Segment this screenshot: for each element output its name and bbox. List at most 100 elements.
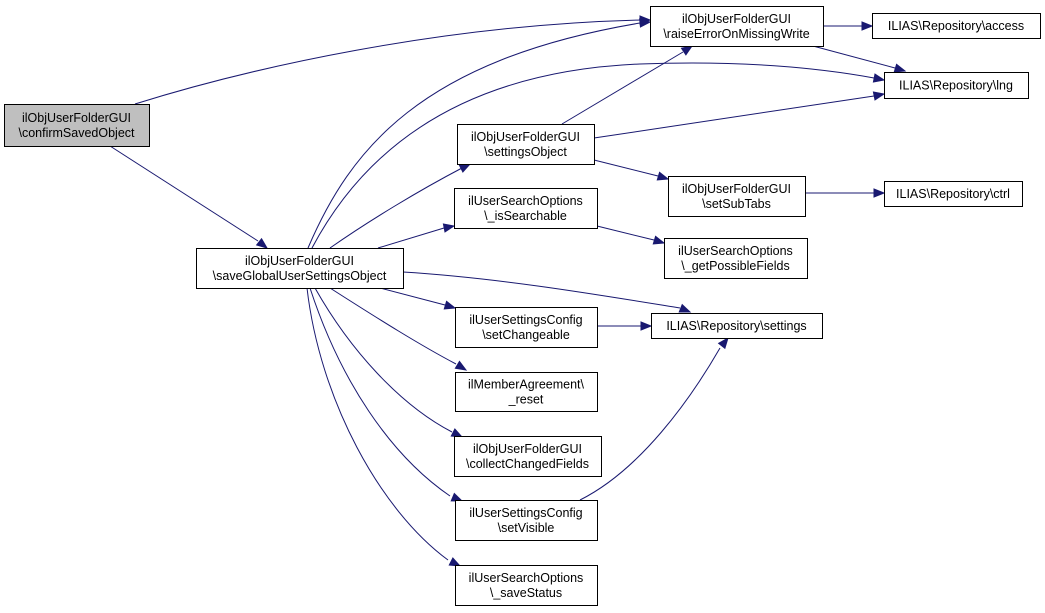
node-label-line: ilObjUserFolderGUI	[22, 111, 131, 125]
node-access[interactable]: ILIAS\Repository\access	[872, 13, 1041, 39]
node-settingsObject[interactable]: ilObjUserFolderGUI\settingsObject	[457, 124, 595, 165]
edge-saveGlobal-to-settings	[402, 271, 692, 313]
node-box[interactable]	[196, 248, 404, 289]
node-label-line: \saveGlobalUserSettingsObject	[213, 269, 387, 283]
node-reset[interactable]: ilMemberAgreement\_reset	[455, 372, 598, 412]
arrowhead-icon	[656, 171, 670, 181]
arrowhead-icon	[872, 73, 886, 83]
edge-saveGlobal-to-saveStatus	[306, 287, 462, 567]
node-label-line: _reset	[508, 393, 544, 407]
arrowhead-icon	[448, 557, 462, 567]
node-box[interactable]	[651, 313, 823, 339]
edge-confirm-to-raiseError	[134, 15, 652, 105]
node-box[interactable]	[4, 104, 150, 147]
edge-line	[402, 271, 681, 309]
node-label-line: ILIAS\Repository\settings	[666, 319, 806, 333]
node-label-line: \confirmSavedObject	[18, 126, 135, 140]
node-label-line: ilUserSearchOptions	[678, 244, 793, 258]
node-label-line: ILIAS\Repository\access	[888, 19, 1024, 33]
node-box[interactable]	[664, 238, 808, 279]
arrowhead-icon	[652, 235, 666, 245]
edge-saveGlobal-to-isSearchable	[377, 223, 456, 249]
edge-line	[377, 227, 445, 249]
node-label-line: ilUserSettingsConfig	[469, 313, 582, 327]
arrowhead-icon	[680, 45, 694, 56]
edge-line	[306, 287, 449, 561]
edges-layer	[109, 15, 907, 567]
edge-settingsObject-to-raiseError	[561, 45, 694, 125]
edge-line	[329, 167, 463, 249]
node-box[interactable]	[455, 307, 598, 348]
node-box[interactable]	[454, 188, 598, 229]
node-label-line: \setChangeable	[482, 328, 570, 342]
node-label-line: \_isSearchable	[484, 209, 567, 223]
node-label-line: \_getPossibleFields	[681, 259, 789, 273]
node-getPossibleFields[interactable]: ilUserSearchOptions\_getPossibleFields	[664, 238, 808, 279]
edge-saveGlobal-to-setChangeable	[379, 287, 457, 310]
node-box[interactable]	[455, 565, 598, 606]
node-box[interactable]	[668, 176, 806, 217]
node-saveGlobal[interactable]: ilObjUserFolderGUI\saveGlobalUserSetting…	[196, 248, 404, 289]
edge-saveGlobal-to-collectChangedFields	[314, 287, 464, 438]
node-setVisible[interactable]: ilUserSettingsConfig\setVisible	[455, 500, 598, 541]
node-box[interactable]	[872, 13, 1041, 39]
node-ctrl[interactable]: ILIAS\Repository\ctrl	[884, 181, 1023, 207]
node-box[interactable]	[884, 72, 1029, 99]
edge-line	[109, 145, 259, 242]
edge-line	[311, 62, 875, 249]
edge-line	[812, 45, 896, 69]
edge-setVisible-to-settings	[579, 336, 729, 501]
edge-confirm-to-saveGlobal	[109, 145, 269, 249]
node-label-line: ilObjUserFolderGUI	[682, 182, 791, 196]
edge-raiseError-to-access	[823, 21, 874, 31]
node-saveStatus[interactable]: ilUserSearchOptions\_saveStatus	[455, 565, 598, 606]
arrowhead-icon	[717, 336, 729, 350]
node-box[interactable]	[455, 372, 598, 412]
arrowhead-icon	[255, 237, 269, 249]
arrowhead-icon	[443, 300, 457, 310]
nodes-layer: ilObjUserFolderGUI\confirmSavedObjectilO…	[4, 6, 1041, 606]
node-label-line: \setSubTabs	[702, 197, 771, 211]
node-label-line: \collectChangedFields	[466, 457, 589, 471]
node-box[interactable]	[457, 124, 595, 165]
node-setSubTabs[interactable]: ilObjUserFolderGUI\setSubTabs	[668, 176, 806, 217]
edge-saveGlobal-to-reset	[329, 287, 468, 371]
node-box[interactable]	[884, 181, 1023, 207]
arrowhead-icon	[442, 223, 456, 233]
edge-line	[561, 51, 684, 125]
edge-line	[593, 159, 659, 177]
node-setChangeable[interactable]: ilUserSettingsConfig\setChangeable	[455, 307, 598, 348]
arrowhead-icon	[454, 360, 468, 371]
edge-line	[314, 287, 453, 433]
node-settings[interactable]: ILIAS\Repository\settings	[651, 313, 823, 339]
edge-line	[307, 22, 641, 249]
edge-line	[134, 19, 641, 105]
node-collectChangedFields[interactable]: ilObjUserFolderGUI\collectChangedFields	[454, 436, 602, 477]
arrowhead-icon	[450, 492, 464, 502]
arrowhead-icon	[873, 188, 886, 198]
edge-saveGlobal-to-raiseError	[307, 18, 652, 249]
edge-line	[379, 287, 446, 306]
edge-setChangeable-to-settings	[597, 321, 653, 331]
node-label-line: \raiseErrorOnMissingWrite	[663, 27, 809, 41]
node-label-line: ilUserSearchOptions	[468, 194, 583, 208]
edge-line	[329, 287, 457, 365]
node-label-line: ilObjUserFolderGUI	[245, 254, 354, 268]
edge-raiseError-to-lng	[812, 45, 907, 73]
arrowhead-icon	[893, 63, 907, 73]
arrowhead-icon	[450, 428, 464, 438]
node-box[interactable]	[455, 500, 598, 541]
edge-saveGlobal-to-settingsObject	[329, 163, 472, 249]
edge-line	[596, 225, 655, 241]
node-label-line: ilObjUserFolderGUI	[471, 130, 580, 144]
node-isSearchable[interactable]: ilUserSearchOptions\_isSearchable	[454, 188, 598, 229]
node-box[interactable]	[454, 436, 602, 477]
edge-line	[593, 95, 875, 139]
node-label-line: \settingsObject	[484, 145, 567, 159]
node-lng[interactable]: ILIAS\Repository\lng	[884, 72, 1029, 99]
edge-settingsObject-to-setSubTabs	[593, 159, 670, 181]
node-raiseError[interactable]: ilObjUserFolderGUI\raiseErrorOnMissingWr…	[650, 6, 824, 47]
node-box[interactable]	[650, 6, 824, 47]
node-confirm[interactable]: ilObjUserFolderGUI\confirmSavedObject	[4, 104, 150, 147]
